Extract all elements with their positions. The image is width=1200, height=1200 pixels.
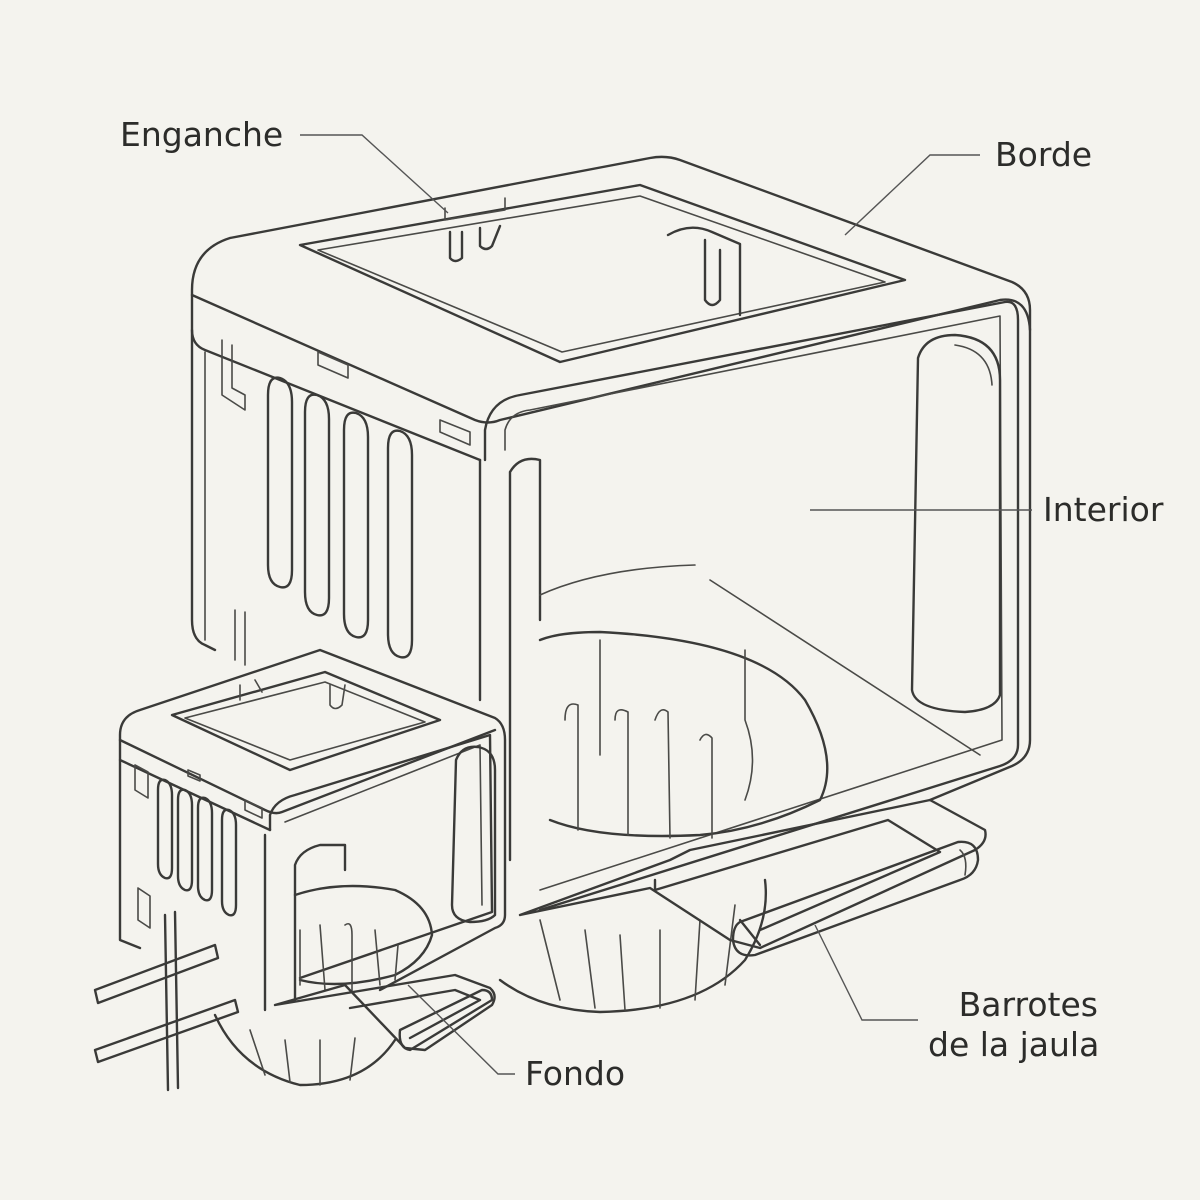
label-cage-bars-line2: de la jaula	[928, 1025, 1100, 1064]
leader-bars	[814, 924, 918, 1021]
label-cage-bars-line1: Barrotes	[958, 985, 1098, 1024]
leader-rim	[844, 154, 980, 236]
leader-bottom	[407, 984, 515, 1075]
large-opening	[298, 183, 907, 364]
large-rim-outer	[190, 155, 1032, 802]
large-rim-front	[190, 293, 1032, 424]
label-rim: Borde	[995, 135, 1093, 174]
label-hook: Enganche	[120, 115, 284, 154]
small-side-slots	[134, 764, 263, 929]
leader-lines	[300, 134, 1032, 1075]
small-opening	[170, 670, 442, 772]
cage-wire-bars	[93, 910, 240, 1092]
large-perch-bar	[731, 840, 980, 957]
large-perch	[518, 798, 987, 957]
large-inner-hook	[666, 226, 742, 317]
large-left-wall	[190, 328, 482, 702]
label-interior: Interior	[1043, 490, 1164, 529]
large-hooks	[444, 197, 506, 263]
small-bowl	[213, 884, 434, 1087]
large-side-slots	[221, 339, 414, 666]
leader-hook	[300, 134, 449, 214]
large-feeder	[190, 155, 1032, 1014]
label-bottom: Fondo	[525, 1054, 626, 1093]
large-bowl	[498, 630, 829, 1014]
large-front-frame	[483, 300, 1020, 912]
label-cage-bars: Barrotes de la jaula	[928, 985, 1100, 1065]
small-rim-outer	[118, 648, 507, 992]
small-perch	[273, 973, 496, 1052]
large-inner-post	[910, 333, 1002, 714]
small-feeder	[93, 648, 507, 1092]
